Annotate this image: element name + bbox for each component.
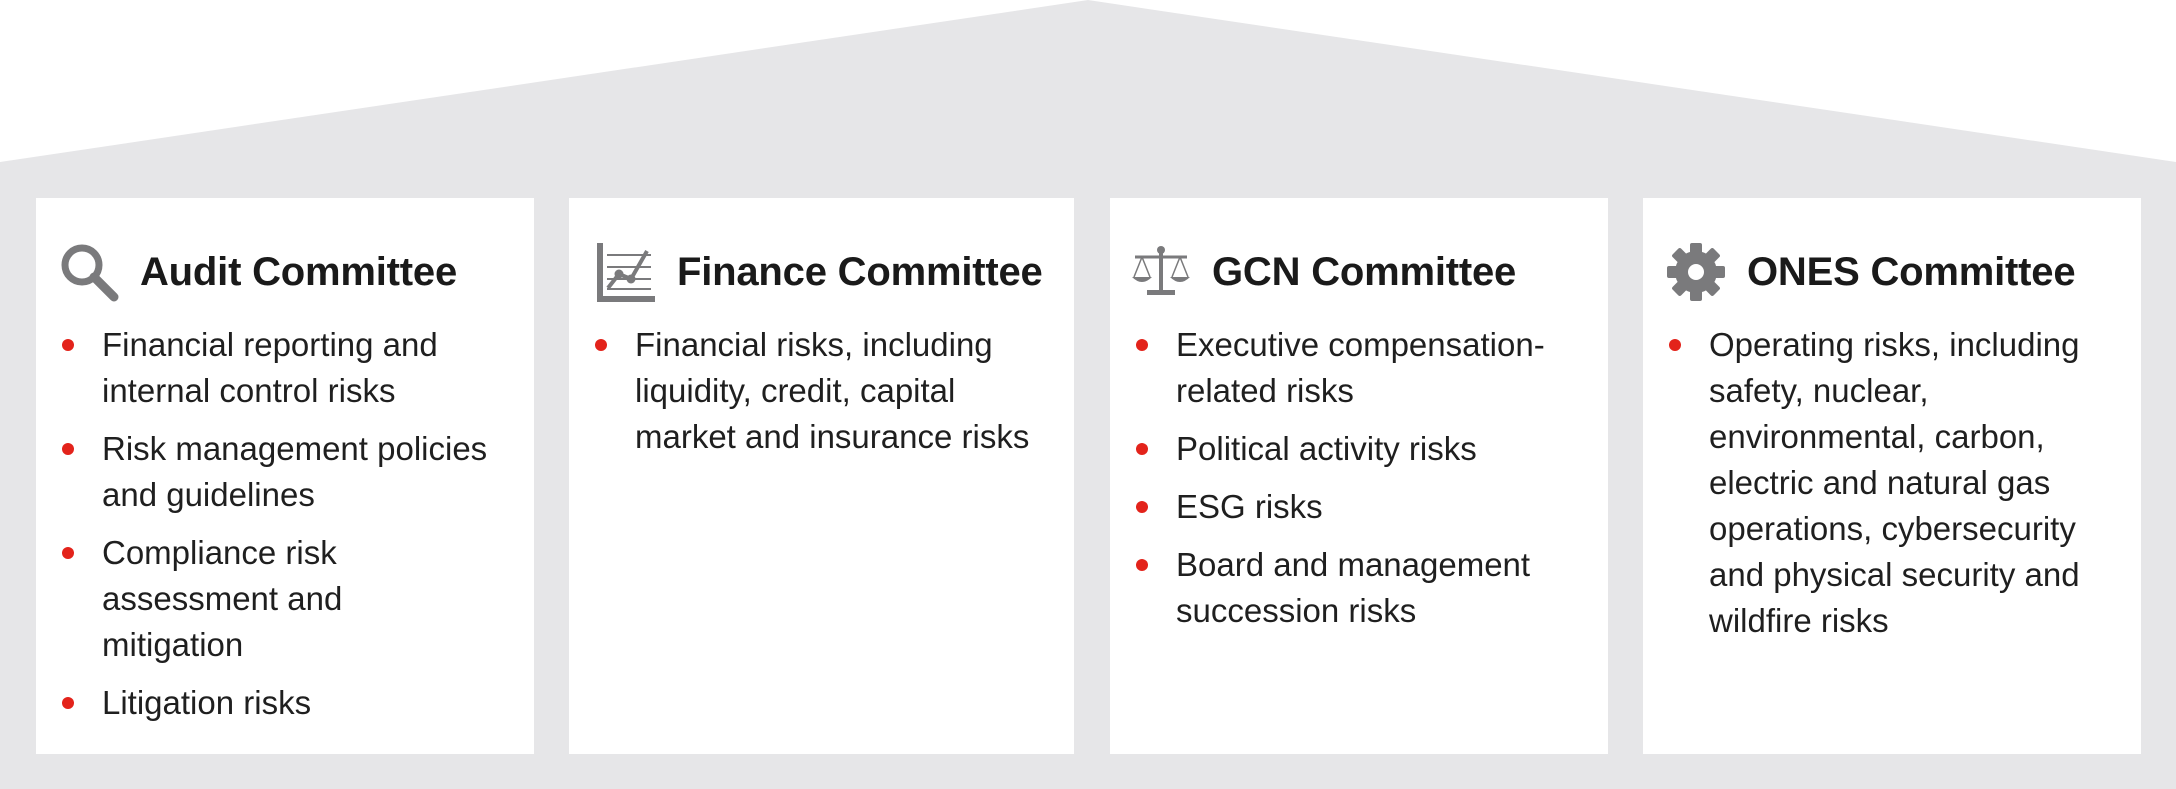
chart-icon bbox=[595, 241, 657, 303]
risk-text: Risk management policies and guidelines bbox=[102, 430, 488, 513]
bullet-dot bbox=[62, 697, 74, 709]
committee-panel-ones: ONES Committee Operating risks, includin… bbox=[1643, 198, 2141, 754]
bullet-dot bbox=[62, 443, 74, 455]
risk-item: Compliance risk assessment and mitigatio… bbox=[62, 530, 522, 668]
committee-panel-audit: Audit Committee Financial reporting and … bbox=[36, 198, 534, 754]
risk-list: Operating risks, including safety, nucle… bbox=[1669, 322, 2129, 656]
risk-list: Financial reporting and internal control… bbox=[62, 322, 522, 738]
bullet-dot bbox=[1136, 443, 1148, 455]
bullet-dot bbox=[62, 547, 74, 559]
bullet-dot bbox=[1136, 501, 1148, 513]
committee-panel-finance: Finance Committee Financial risks, inclu… bbox=[569, 198, 1074, 754]
risk-text: Financial risks, including liquidity, cr… bbox=[635, 326, 1030, 455]
risk-item: Litigation risks bbox=[62, 680, 522, 726]
risk-item: Political activity risks bbox=[1136, 426, 1596, 472]
risk-item: Risk management policies and guidelines bbox=[62, 426, 522, 518]
bullet-dot bbox=[62, 339, 74, 351]
gear-icon bbox=[1665, 241, 1727, 303]
risk-text: Political activity risks bbox=[1176, 430, 1477, 467]
risk-item: Executive compensation-related risks bbox=[1136, 322, 1596, 414]
risk-text: Compliance risk assessment and mitigatio… bbox=[102, 534, 343, 663]
magnifier-icon bbox=[58, 241, 120, 303]
risk-text: Board and management succession risks bbox=[1176, 546, 1531, 629]
committee-header: Finance Committee bbox=[595, 240, 1043, 304]
committee-header: GCN Committee bbox=[1130, 240, 1516, 304]
committee-title: ONES Committee bbox=[1747, 249, 2076, 294]
risk-text: Financial reporting and internal control… bbox=[102, 326, 438, 409]
risk-item: Operating risks, including safety, nucle… bbox=[1669, 322, 2129, 644]
committee-header: Audit Committee bbox=[58, 240, 457, 304]
bullet-dot bbox=[1669, 339, 1681, 351]
committee-title: Audit Committee bbox=[140, 249, 458, 294]
risk-text: Litigation risks bbox=[102, 684, 312, 721]
risk-text: ESG risks bbox=[1176, 488, 1323, 525]
committee-header: ONES Committee bbox=[1665, 240, 2076, 304]
committee-panel-gcn: GCN Committee Executive compensation-rel… bbox=[1110, 198, 1608, 754]
risk-list: Executive compensation-related risks Pol… bbox=[1136, 322, 1596, 646]
risk-item: Financial risks, including liquidity, cr… bbox=[595, 322, 1055, 460]
bullet-dot bbox=[1136, 559, 1148, 571]
risk-item: Financial reporting and internal control… bbox=[62, 322, 522, 414]
bullet-dot bbox=[595, 339, 607, 351]
bullet-dot bbox=[1136, 339, 1148, 351]
risk-item: ESG risks bbox=[1136, 484, 1596, 530]
committee-title: Finance Committee bbox=[677, 249, 1043, 294]
risk-item: Board and management succession risks bbox=[1136, 542, 1596, 634]
risk-text: Operating risks, including safety, nucle… bbox=[1709, 326, 2080, 639]
scales-icon bbox=[1130, 241, 1192, 303]
risk-list: Financial risks, including liquidity, cr… bbox=[595, 322, 1055, 472]
committee-title: GCN Committee bbox=[1212, 249, 1517, 294]
risk-text: Executive compensation-related risks bbox=[1176, 326, 1545, 409]
